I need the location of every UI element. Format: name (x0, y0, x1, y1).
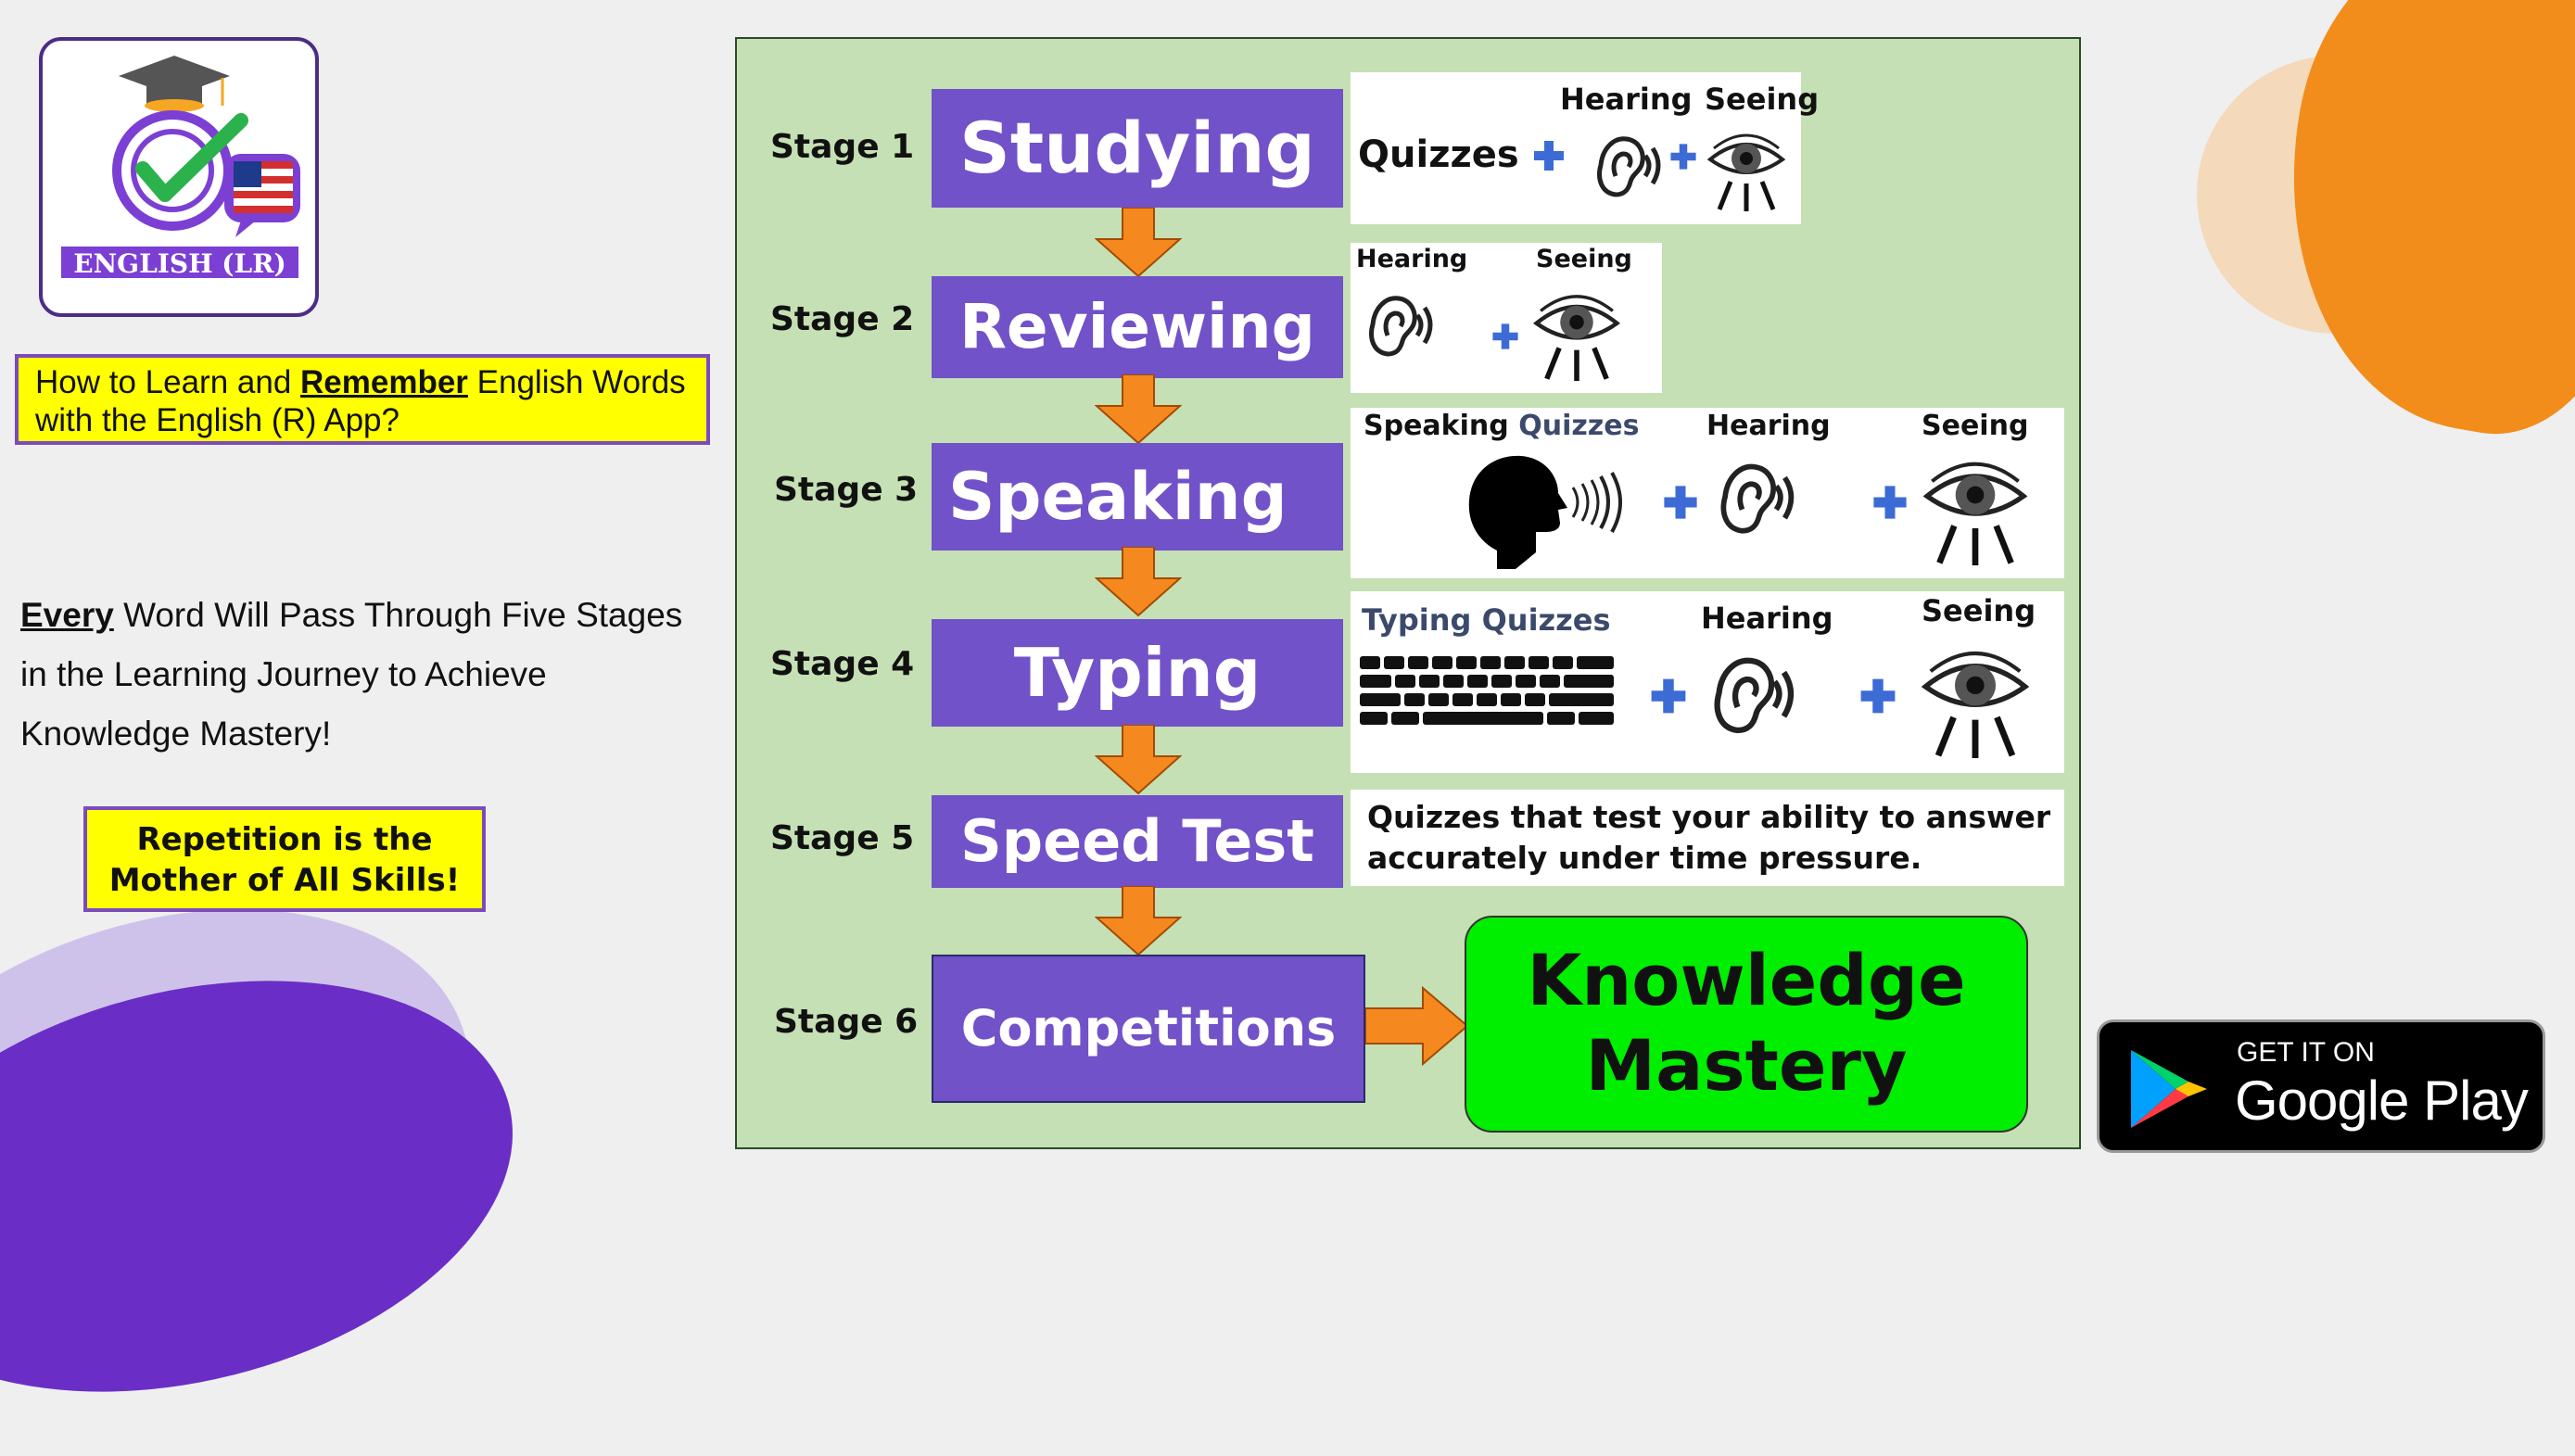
speed-test-line-1: Quizzes that test your ability to answer (1367, 799, 2051, 835)
keyboard-icon (1360, 656, 1614, 725)
ear-icon (1703, 647, 1795, 740)
plus-icon (1857, 675, 1899, 717)
seeing-label: Seeing (1705, 82, 1820, 117)
plus-icon (1668, 141, 1699, 172)
journey-emphasis: Every (20, 596, 114, 634)
eye-icon (1705, 119, 1788, 221)
stage-1-box: Studying (932, 89, 1343, 208)
google-play-badge[interactable]: GET IT ON Google Play (2097, 1019, 2545, 1153)
stage-2-label: Stage 2 (770, 300, 915, 338)
stage-3-details: Speaking Quizzes Hearing Seeing (1351, 408, 2064, 578)
down-arrow (1095, 725, 1182, 795)
hearing-label: Hearing (1706, 410, 1831, 442)
journey-text: Word Will Pass Through Five Stages in th… (20, 596, 683, 753)
stage-1-details: Quizzes Hearing Seeing (1351, 72, 1819, 224)
stage-6-label: Stage 6 (774, 1003, 919, 1041)
repetition-box: Repetition is the Mother of All Skills! (83, 806, 486, 912)
speaking-head-icon (1468, 455, 1622, 569)
seeing-label: Seeing (1536, 245, 1632, 273)
stage-1-label: Stage 1 (770, 128, 915, 166)
hearing-label: Hearing (1356, 245, 1468, 273)
stage-2-details: Hearing Seeing (1351, 243, 1662, 393)
get-it-on-label: GET IT ON (2237, 1037, 2375, 1068)
eye-icon (1530, 280, 1623, 389)
stage-2-box: Reviewing (932, 276, 1343, 378)
stage-4-box: Typing (932, 619, 1343, 727)
stage-4-label: Stage 4 (770, 645, 915, 683)
ear-icon (1360, 287, 1434, 361)
seeing-label: Seeing (1922, 410, 2029, 442)
question-text-pre: How to Learn and (35, 364, 301, 400)
stage-3-label: Stage 3 (774, 471, 919, 509)
down-arrow (1095, 208, 1182, 278)
stage-6-box: Competitions (932, 955, 1365, 1103)
google-play-icon (2131, 1050, 2207, 1128)
journey-description: Every Word Will Pass Through Five Stages… (20, 586, 706, 764)
speaking-label: Speaking (1364, 410, 1509, 442)
typing-quizzes-label: Typing Quizzes (1362, 602, 1611, 638)
ear-icon (1588, 128, 1662, 202)
down-arrow (1095, 547, 1182, 617)
repetition-line-1: Repetition is the (136, 821, 433, 858)
stage-5-box: Speed Test (932, 795, 1343, 888)
app-logo: ENGLISH (LR) (39, 37, 319, 317)
stage-3-box: Speaking (932, 443, 1343, 551)
plus-icon (1490, 321, 1521, 352)
stage-5-label: Stage 5 (770, 819, 915, 857)
knowledge-mastery-box: Knowledge Mastery (1465, 916, 2028, 1133)
question-text-post: English Words with the English (R) App? (35, 364, 686, 438)
question-emphasis: Remember (300, 364, 468, 400)
quizzes-label: Quizzes (1358, 133, 1519, 176)
hearing-label: Hearing (1701, 601, 1833, 636)
down-arrow (1095, 374, 1182, 445)
ear-icon (1710, 454, 1795, 539)
down-arrow (1095, 886, 1182, 956)
question-box: How to Learn and Remember English Words … (15, 354, 710, 445)
stage-4-details: Typing Quizzes Hearing Seeing (1351, 591, 2064, 773)
stage-5-details: Quizzes that test your ability to answer… (1351, 790, 2064, 886)
speed-test-line-2: accurately under time pressure. (1367, 840, 1922, 876)
logo-label: ENGLISH (LR) (59, 245, 300, 280)
hearing-label: Hearing (1560, 82, 1693, 117)
mastery-line-1: Knowledge (1527, 939, 1966, 1021)
plus-icon (1530, 137, 1567, 174)
mastery-line-2: Mastery (1585, 1024, 1908, 1107)
quizzes-label: Quizzes (1518, 410, 1640, 442)
learning-stages-diagram: Stage 1 Studying Quizzes Hearing Seeing … (735, 37, 2081, 1149)
eye-icon (1918, 630, 2033, 771)
repetition-line-2: Mother of All Skills! (108, 862, 461, 899)
plus-icon (1870, 482, 1910, 523)
speaking-quizzes-label: Speaking Quizzes (1364, 410, 1639, 442)
right-arrow (1365, 986, 1469, 1066)
google-play-label: Google Play (2235, 1070, 2529, 1132)
eye-icon (1920, 443, 2031, 576)
graduation-checkmark-flag-icon (112, 56, 300, 237)
plus-icon (1660, 482, 1701, 523)
seeing-label: Seeing (1922, 593, 2036, 628)
plus-icon (1647, 675, 1690, 717)
